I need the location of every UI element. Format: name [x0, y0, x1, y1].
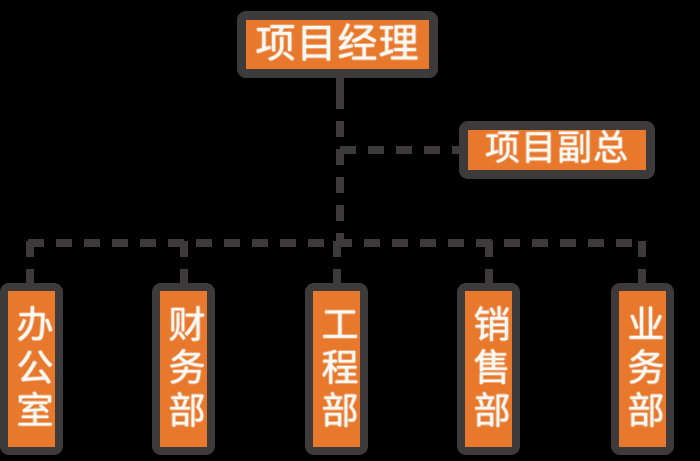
node-label-department-business: 业务部	[621, 304, 664, 434]
node-department-office[interactable]: 办公室	[0, 283, 63, 455]
node-label-department-engineering: 工程部	[315, 304, 358, 434]
node-department-finance[interactable]: 财务部	[152, 283, 215, 455]
node-label-department-sales: 销售部	[467, 304, 510, 434]
node-department-business[interactable]: 业务部	[611, 283, 674, 455]
node-label-project-manager: 项目经理	[255, 21, 420, 68]
node-fill: 工程部	[313, 291, 360, 447]
node-deputy-general-manager[interactable]: 项目副总	[459, 121, 655, 179]
node-label-department-finance: 财务部	[162, 304, 205, 434]
node-fill: 销售部	[465, 291, 512, 447]
node-fill: 业务部	[619, 291, 666, 447]
node-fill: 办公室	[8, 291, 55, 447]
node-label-department-office: 办公室	[10, 304, 53, 434]
node-department-sales[interactable]: 销售部	[457, 283, 520, 455]
node-fill: 项目经理	[246, 20, 429, 69]
node-label-deputy-general-manager: 项目副总	[484, 129, 629, 170]
node-fill: 项目副总	[468, 130, 646, 170]
node-project-manager[interactable]: 项目经理	[237, 11, 438, 78]
node-fill: 财务部	[160, 291, 207, 447]
node-department-engineering[interactable]: 工程部	[305, 283, 368, 455]
